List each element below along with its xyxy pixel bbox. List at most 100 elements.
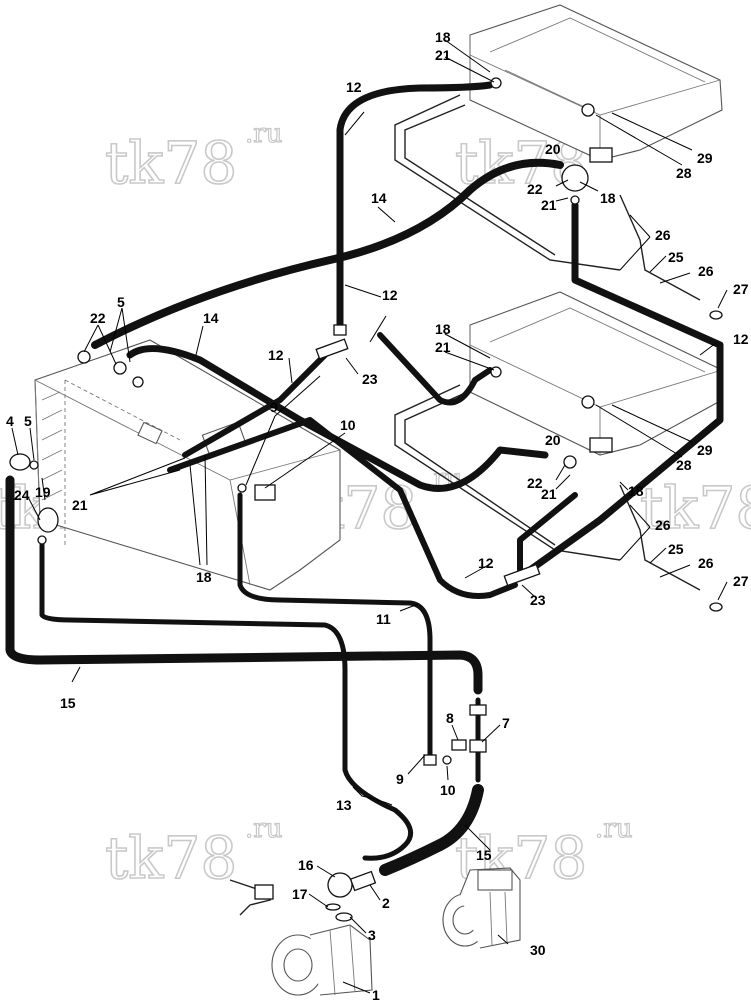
callout-5: 5 <box>117 294 125 310</box>
callout-18: 18 <box>435 29 451 45</box>
rear-evaporator-unit-lower <box>469 291 723 456</box>
fitting-9-upper <box>237 483 247 493</box>
o-ring-17 <box>325 903 341 911</box>
callout-29: 29 <box>697 442 713 458</box>
hoses <box>5 81 724 876</box>
callout-27: 27 <box>733 281 749 297</box>
callout-22: 22 <box>527 181 543 197</box>
fitting-19 <box>37 507 59 533</box>
callout-19: 19 <box>35 484 51 500</box>
callout-18: 18 <box>196 569 212 585</box>
fitting-21-valve-lower <box>563 455 577 469</box>
callout-29: 29 <box>697 150 713 166</box>
callout-21: 21 <box>435 339 451 355</box>
callout-26: 26 <box>655 517 671 533</box>
fitting-28-upper <box>581 103 595 117</box>
callout-14: 14 <box>203 310 219 326</box>
plug-27-lower <box>709 602 723 612</box>
callouts: 1 2 3 4 5 5 7 8 9 9 10 10 11 12 12 12 12… <box>6 29 749 1000</box>
fitting-23-upper-body <box>315 338 349 360</box>
fitting-9-lower <box>423 754 437 766</box>
callout-28: 28 <box>676 165 692 181</box>
callout-26: 26 <box>698 263 714 279</box>
fitting-22-left <box>77 350 91 364</box>
callout-10: 10 <box>440 782 456 798</box>
callout-30: 30 <box>530 942 546 958</box>
callout-21: 21 <box>541 197 557 213</box>
callout-3: 3 <box>368 927 376 943</box>
fitting-22-right <box>113 361 127 375</box>
callout-9: 9 <box>396 771 404 787</box>
callout-12: 12 <box>268 347 284 363</box>
switch-8 <box>451 739 467 751</box>
switch-10-upper <box>254 484 276 501</box>
watermark-text: tk78 <box>105 824 237 892</box>
callout-18: 18 <box>600 190 616 206</box>
fitting-28-lower <box>581 395 595 409</box>
callout-26: 26 <box>655 227 671 243</box>
callout-25: 25 <box>668 541 684 557</box>
manifold-16 <box>327 872 353 898</box>
callout-21: 21 <box>435 47 451 63</box>
callout-12: 12 <box>382 287 398 303</box>
callout-27: 27 <box>733 573 749 589</box>
callout-18: 18 <box>435 321 451 337</box>
compressor-30 <box>442 867 521 949</box>
callout-4: 4 <box>6 413 14 429</box>
callout-20: 20 <box>545 141 561 157</box>
callout-7: 7 <box>502 715 510 731</box>
tee-7 <box>469 739 487 753</box>
watermark-suffix: .ru <box>595 814 632 844</box>
fitting-2 <box>349 870 377 892</box>
elbow-4 <box>9 453 31 471</box>
fitting-21-lower <box>490 366 502 378</box>
callout-20: 20 <box>545 432 561 448</box>
watermark-text: tk78 <box>640 474 751 542</box>
callout-21: 21 <box>72 497 88 513</box>
callout-17: 17 <box>292 886 308 902</box>
o-ring-3 <box>335 912 353 922</box>
callout-24: 24 <box>14 487 30 503</box>
fitting-20-lower <box>589 437 613 453</box>
callout-12: 12 <box>733 331 749 347</box>
callout-11: 11 <box>376 611 391 627</box>
watermark-text: tk78 <box>105 129 237 197</box>
fitting-24 <box>37 535 47 545</box>
callout-10: 10 <box>340 417 356 433</box>
callout-14: 14 <box>371 190 387 206</box>
plug-27-upper <box>709 310 723 320</box>
leader-lines <box>11 39 728 994</box>
fitting-23-upper <box>333 324 347 336</box>
callout-15: 15 <box>476 847 492 863</box>
callout-8: 8 <box>446 710 454 726</box>
callout-28: 28 <box>676 457 692 473</box>
callout-22: 22 <box>90 310 106 326</box>
o-ring-10-lower <box>442 755 452 765</box>
callout-22: 22 <box>527 475 543 491</box>
compressor-1 <box>271 924 373 996</box>
fittings <box>9 77 723 922</box>
watermark-suffix: .ru <box>245 814 282 844</box>
callout-25: 25 <box>668 249 684 265</box>
fitting-21-valve-upper <box>570 195 580 205</box>
callout-23: 23 <box>530 592 546 608</box>
fitting-5-upper <box>132 376 144 388</box>
watermark-suffix: .ru <box>245 119 282 149</box>
callout-15: 15 <box>60 695 76 711</box>
callout-2: 2 <box>382 895 390 911</box>
fitting-23-lower-body <box>503 563 541 587</box>
callout-21: 21 <box>541 486 557 502</box>
callout-26: 26 <box>698 555 714 571</box>
callout-5: 5 <box>24 413 32 429</box>
fitting-20-upper <box>589 147 613 163</box>
callout-1: 1 <box>372 987 380 1000</box>
callout-13: 13 <box>336 797 352 813</box>
rear-evaporator-unit-upper <box>469 4 723 161</box>
callout-23: 23 <box>362 371 378 387</box>
callout-9: 9 <box>270 399 278 415</box>
compressor-connector <box>254 884 274 900</box>
callout-16: 16 <box>298 857 314 873</box>
callout-18: 18 <box>628 483 644 499</box>
fitting-7-top <box>469 704 487 716</box>
